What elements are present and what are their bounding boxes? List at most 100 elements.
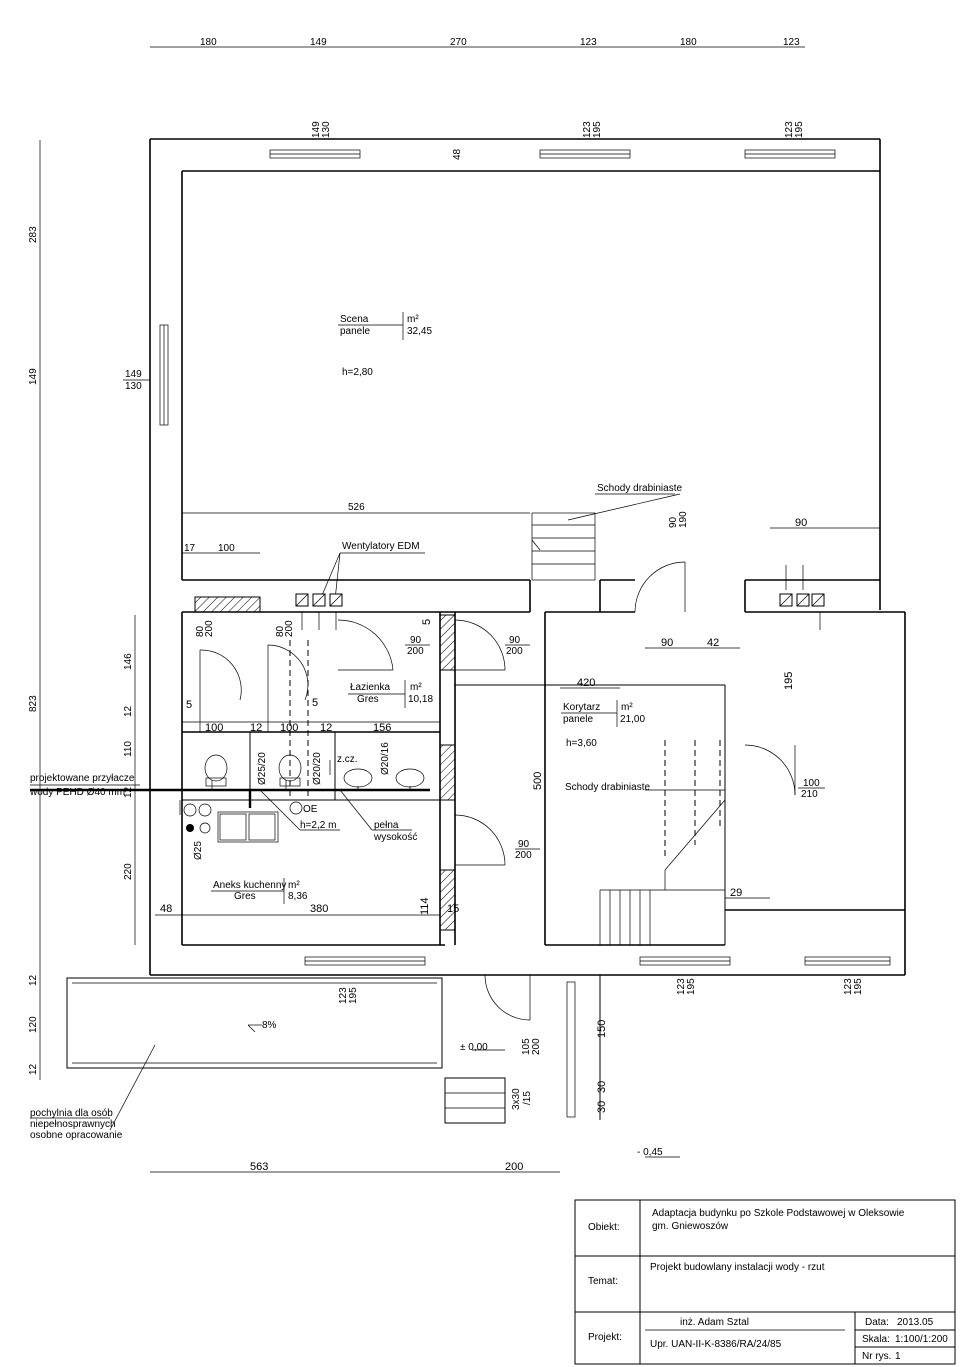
corridor-stairs: Schody drabiniaste xyxy=(565,740,726,945)
sanitary-fixtures: OE xyxy=(183,754,425,843)
window-label-left-a: 149 xyxy=(125,369,142,380)
korytarz-area: 21,00 xyxy=(620,714,645,725)
dim-12-a: 12 xyxy=(250,722,262,734)
left-dim-823: 823 xyxy=(28,695,39,712)
left-inner-146: 146 xyxy=(123,653,134,670)
door-dim-1a: 80 xyxy=(195,625,206,637)
wentylatory-label: Wentylatory EDM xyxy=(342,541,420,552)
left-dimension-chain: 283 149 823 12 120 12 146 12 110 12 220 xyxy=(28,140,136,1080)
left-dim-12b: 12 xyxy=(28,1063,39,1075)
dim-90-b: 90 xyxy=(661,637,673,649)
left-dim-149: 149 xyxy=(28,368,39,385)
dim-48: 48 xyxy=(160,903,172,915)
level-minus: - 0,45 xyxy=(637,1147,663,1158)
window-label-3b: 195 xyxy=(794,121,805,138)
interior-dimensions: 80 200 80 200 90 200 90 200 90 200 100 2… xyxy=(155,619,825,1055)
dim-380: 380 xyxy=(310,903,328,915)
oe-label: OE xyxy=(303,804,318,815)
window-label-2b: 195 xyxy=(592,121,603,138)
window-label-1a: 149 xyxy=(311,121,322,138)
tb-temat-label: Temat: xyxy=(588,1276,618,1287)
scena-area: 32,45 xyxy=(407,326,432,337)
stairs-out-1: 3x30 xyxy=(511,1088,522,1110)
ventilation-units xyxy=(194,565,825,630)
window-label-3a: 123 xyxy=(784,121,795,138)
aneks-unit: m² xyxy=(288,880,300,891)
pelna-label-1: pełna xyxy=(374,820,399,831)
dim-17: 17 xyxy=(184,543,196,554)
dim-90-right: 90 xyxy=(795,517,807,529)
room-scena: Scena panele m² 32,45 h=2,80 526 48 17 1… xyxy=(182,148,880,613)
dim-150: 150 xyxy=(596,1020,608,1038)
left-inner-12b: 12 xyxy=(123,786,134,798)
dim-526: 526 xyxy=(348,502,365,513)
top-dim-2: 149 xyxy=(310,37,327,48)
left-dim-12a: 12 xyxy=(28,974,39,986)
window-label-b1a: 123 xyxy=(338,987,349,1004)
window-label-b3b: 195 xyxy=(853,978,864,995)
window-label-b2a: 123 xyxy=(676,978,687,995)
door-dim-2a: 80 xyxy=(275,625,286,637)
dim-12-b: 12 xyxy=(320,722,332,734)
left-dim-120: 120 xyxy=(28,1016,39,1033)
dim-5-b: 5 xyxy=(186,699,192,711)
dim-156: 156 xyxy=(373,722,391,734)
aneks-area: 8,36 xyxy=(288,891,308,902)
tb-skala-label: Skala: xyxy=(862,1334,890,1345)
dim-5-a: 5 xyxy=(421,619,433,625)
windows: 149 130 123 195 123 195 149 130 123 195 … xyxy=(123,121,891,1004)
korytarz-unit: m² xyxy=(621,702,633,713)
window-label-b3a: 123 xyxy=(843,978,854,995)
dim-29: 29 xyxy=(730,887,742,899)
doors xyxy=(199,619,796,1021)
ramp-slope: 8% xyxy=(262,1020,277,1031)
korytarz-height: h=3,60 xyxy=(566,738,597,749)
left-inner-220: 220 xyxy=(123,863,134,880)
left-inner-110: 110 xyxy=(123,741,134,757)
pipe-label-4: Ø25 xyxy=(193,841,204,860)
pochylnia-label-1: pochylnia dla osób xyxy=(30,1108,113,1119)
window-label-stage-b: 190 xyxy=(678,511,689,528)
korytarz-name: Korytarz xyxy=(563,702,600,713)
schody-label-2: Schody drabiniaste xyxy=(565,782,650,793)
door-dim-5b: 200 xyxy=(515,850,532,861)
tb-data: 2013.05 xyxy=(897,1317,934,1328)
tb-obiekt-1: Adaptacja budynku po Szkole Podstawowej … xyxy=(652,1208,905,1219)
door-dim-3b: 200 xyxy=(407,646,424,657)
h22-label: h=2,2 m xyxy=(300,820,336,831)
door-dim-6b: 210 xyxy=(801,789,818,800)
pipe-label-1: Ø25/20 xyxy=(257,752,268,785)
door-dim-2b: 200 xyxy=(284,620,295,637)
window-label-2a: 123 xyxy=(582,121,593,138)
dim-30-b: 30 xyxy=(596,1081,608,1093)
window-label-1b: 130 xyxy=(321,121,332,138)
tb-data-label: Data: xyxy=(865,1317,889,1328)
dim-195: 195 xyxy=(783,672,795,690)
dim-100-c: 100 xyxy=(280,722,298,734)
level-zero: ± 0,00 xyxy=(460,1042,488,1053)
tb-nr-label: Nr rys. xyxy=(862,1351,891,1362)
outer-walls xyxy=(149,138,906,976)
pochylnia-label-2: niepełnosprawnych xyxy=(30,1119,116,1130)
window-label-left-b: 130 xyxy=(125,381,142,392)
scena-floor: panele xyxy=(340,326,370,337)
room-labels: Łazienka Gres m² 10,18 Korytarz panele m… xyxy=(211,680,645,904)
dim-5-c: 5 xyxy=(312,697,318,709)
dim-42: 42 xyxy=(707,637,719,649)
scena-height: h=2,80 xyxy=(342,367,373,378)
korytarz-floor: panele xyxy=(563,714,593,725)
przylacze-label-2: wody PEHD Ø40 mm xyxy=(29,787,125,798)
door-dim-5a: 90 xyxy=(518,839,530,850)
window-label-stage-a: 90 xyxy=(668,516,679,528)
lazienka-area: 10,18 xyxy=(408,694,433,705)
dim-420: 420 xyxy=(577,677,595,689)
top-dim-3: 270 xyxy=(450,37,467,48)
schody-label-1: Schody drabiniaste xyxy=(597,483,682,494)
top-dim-4: 123 xyxy=(580,37,597,48)
tb-skala: 1:100/1:200 xyxy=(895,1334,948,1345)
stairs-out-2: /15 xyxy=(522,1091,533,1105)
door-dim-1b: 200 xyxy=(204,620,215,637)
dim-100-stage: 100 xyxy=(218,543,235,554)
pelna-label-2: wysokość xyxy=(373,832,417,843)
